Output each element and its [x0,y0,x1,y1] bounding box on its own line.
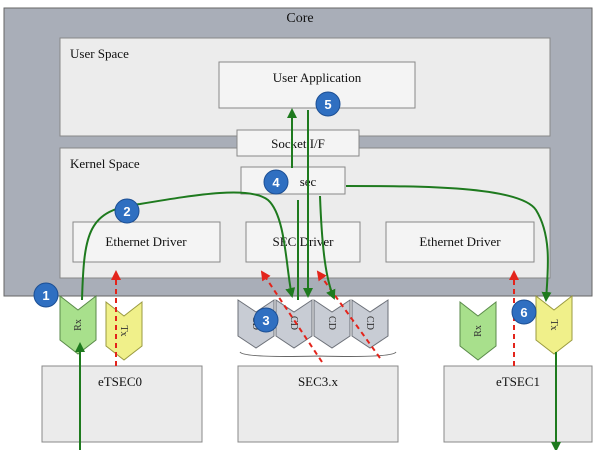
etsec0-rx-label: Rx [73,319,84,331]
svg-text:6: 6 [520,305,527,320]
etsec1-rx-queue: Rx [459,300,497,361]
descriptor-3 [313,299,351,349]
descriptor-2-label: CD [288,316,299,330]
etsec1-tx-queue: Tx [535,294,573,355]
etsec1-rx-label: Rx [473,325,484,337]
descriptor-4-label: CD [364,316,375,330]
sec-driver-box [245,221,361,263]
path-descriptor-2 [319,195,336,300]
descriptor-2 [275,299,313,349]
etsec1-tx-label: Tx [548,319,559,330]
etsec0-tx-queue: Tx [105,300,143,361]
user-application-box [218,61,416,109]
socket-interface-label: Socket I/F [271,136,325,151]
etsec0-rx-queue: Rx [59,294,97,355]
ethernet-driver-left-box [72,221,221,263]
sec3-label: SEC3.x [298,374,339,389]
ethernet-driver-left-label: Ethernet Driver [105,234,187,249]
etsec0-box [41,365,203,443]
svg-text:4: 4 [272,175,280,190]
step-badge-1: 1 [33,282,59,308]
descriptor-brace [239,351,397,357]
step-badge-4: 4 [263,169,289,195]
step-badge-3: 3 [253,307,279,333]
svg-text:3: 3 [262,313,269,328]
user-space-label: User Space [70,46,129,61]
etsec0-label: eTSEC0 [98,374,142,389]
user-application-label: User Application [273,70,362,85]
sec3-box [237,365,399,443]
descriptor-3-label: CD [326,316,337,330]
path-etsec0-to-ipsec [81,191,296,301]
socket-interface-box [236,129,360,157]
descriptor-4 [351,299,389,349]
svg-text:5: 5 [324,97,331,112]
kernel-space-label: Kernel Space [70,156,140,171]
etsec1-box [443,365,593,443]
step-badge-5: 5 [315,91,341,117]
ipsec-box [240,166,346,195]
svg-text:2: 2 [123,204,130,219]
ethernet-driver-right-label: Ethernet Driver [419,234,501,249]
step-badge-2: 2 [114,198,140,224]
core-title: Core [286,11,313,26]
step-badge-6: 6 [511,299,537,325]
ethernet-driver-right-box [385,221,535,263]
dashed-arrow-sec-1 [260,270,323,363]
path-ipsec-to-etsec1 [345,185,552,302]
packet-path [75,108,561,452]
sec-driver-label: SEC Driver [272,234,334,249]
etsec0-tx-label: Tx [118,325,129,336]
svg-text:1: 1 [42,288,49,303]
etsec1-label: eTSEC1 [496,374,540,389]
